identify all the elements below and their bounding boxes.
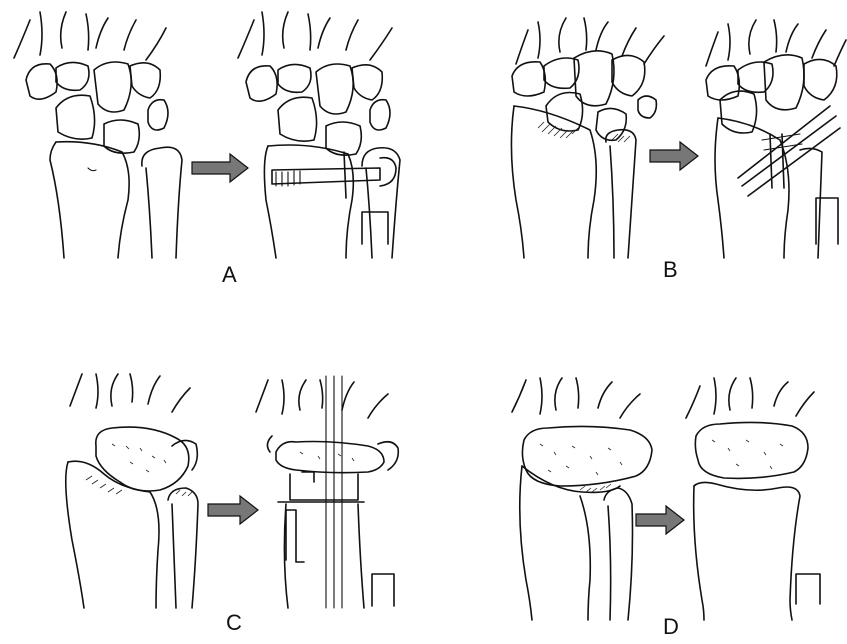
panel-c-label: C — [226, 610, 242, 636]
panel-c-arrow — [208, 496, 258, 524]
panel-b-after-wrist — [706, 20, 846, 258]
panel-b-label: B — [663, 257, 678, 283]
panel-a — [14, 12, 400, 258]
panel-a-after-wrist — [238, 12, 400, 258]
panel-c-after-wrist — [256, 376, 398, 608]
panel-d — [512, 378, 820, 620]
panel-c-before-wrist — [66, 374, 198, 608]
panel-d-label: D — [663, 614, 679, 640]
panel-b-before-wrist — [511, 18, 664, 258]
panel-a-label: A — [222, 262, 237, 288]
panel-a-arrow — [192, 154, 248, 182]
panel-a-before-wrist — [14, 12, 182, 258]
panel-b-arrow — [650, 142, 698, 170]
panel-d-arrow — [636, 506, 684, 534]
panel-d-before-wrist — [512, 378, 652, 620]
panel-b — [511, 18, 846, 258]
panel-c — [66, 374, 399, 608]
panel-d-after-wrist — [686, 378, 820, 620]
